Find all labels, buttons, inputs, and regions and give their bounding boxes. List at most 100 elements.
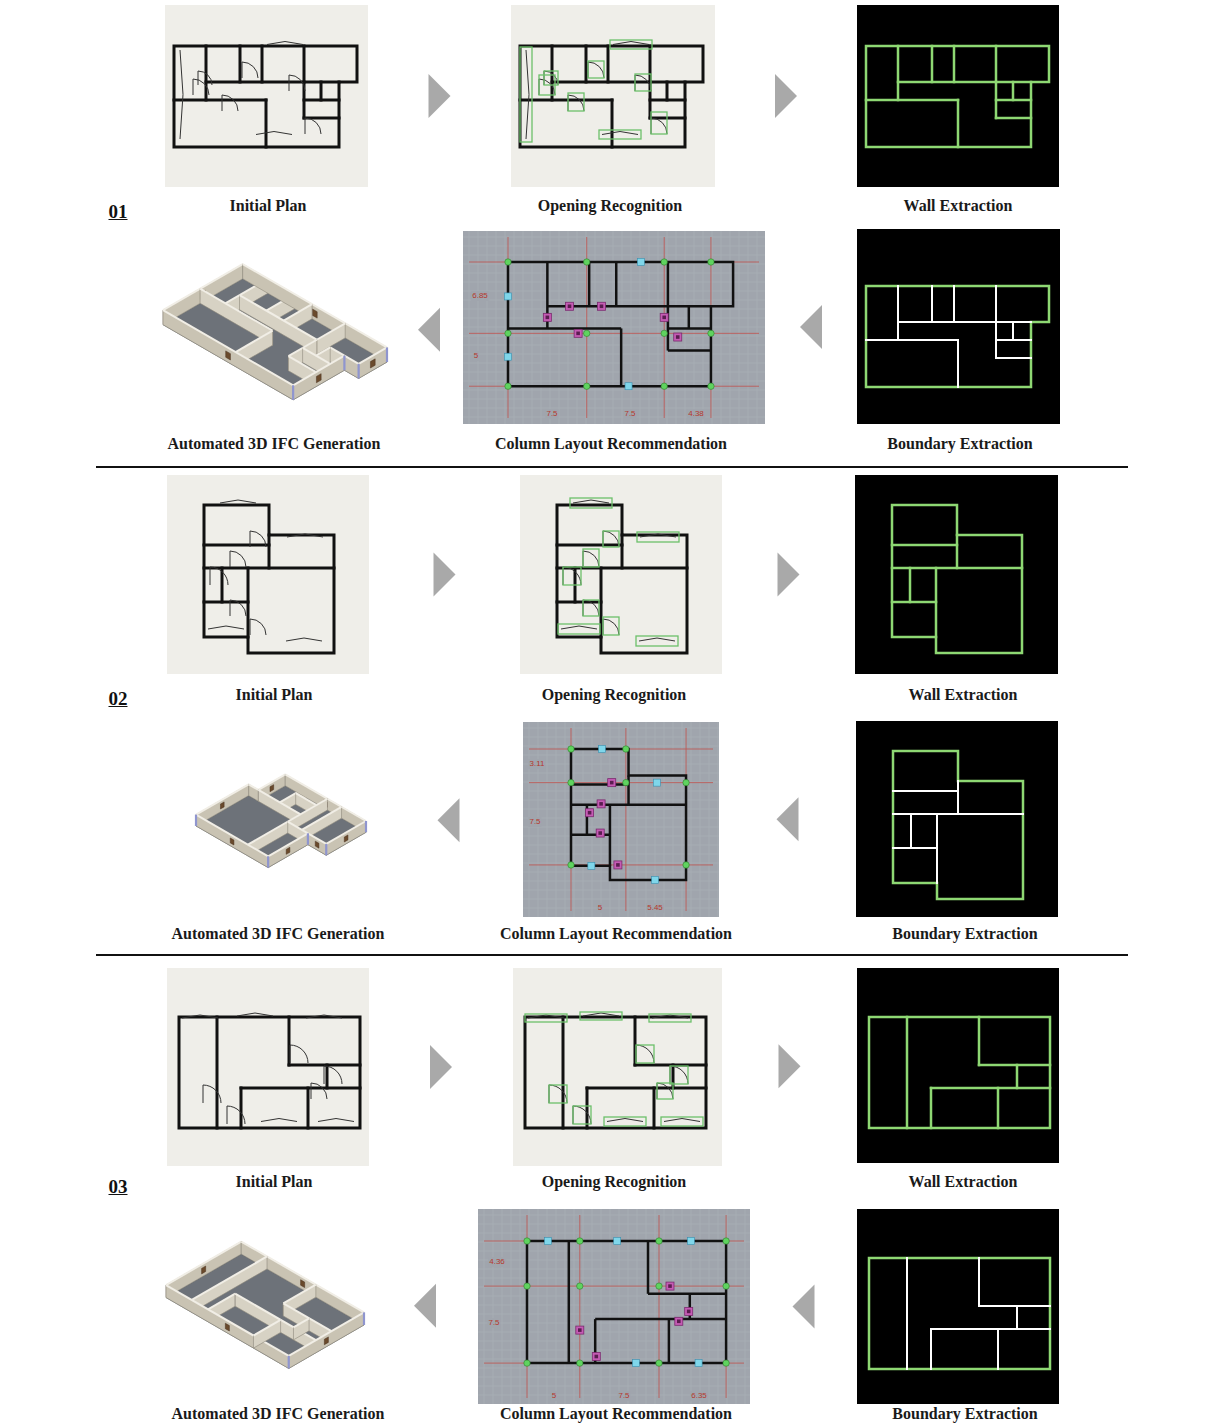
grid-line [511, 1209, 512, 1404]
door-symbol [588, 62, 604, 78]
grid-line [523, 791, 719, 792]
door-symbol [613, 42, 649, 45]
door-symbol [549, 1085, 567, 1103]
wall-top [303, 348, 331, 364]
flow-arrow [779, 1044, 801, 1088]
axis-line [469, 333, 759, 334]
inner-wall [620, 328, 623, 386]
flow-arrow [430, 1045, 452, 1089]
column-point [623, 746, 629, 752]
door-symbol [203, 1085, 221, 1103]
render-ground [155, 246, 395, 418]
door-symbol [289, 75, 305, 91]
column-point [661, 383, 667, 389]
grid-line [484, 1209, 485, 1404]
door-marker-core [687, 1310, 691, 1314]
inner-wall [898, 81, 1031, 84]
door-symbol [230, 600, 246, 616]
door-symbol [230, 551, 246, 567]
grid-line [664, 1209, 665, 1404]
door-marker-core [588, 811, 592, 815]
wall-top [296, 793, 317, 805]
grid-line [523, 890, 719, 891]
column-point [723, 1360, 729, 1366]
detection-box [573, 1106, 591, 1124]
door-marker-core [616, 863, 620, 867]
panel-drawing [511, 5, 715, 187]
axis-line [625, 728, 626, 911]
door-symbol [286, 638, 322, 641]
outer-wall [525, 1017, 706, 1128]
door-symbol [182, 1015, 218, 1018]
column-point [656, 1283, 662, 1289]
inner-wall [688, 306, 691, 328]
paper-ground [520, 475, 722, 674]
wall-top [268, 833, 308, 856]
detection-box [636, 636, 678, 646]
opening-marker [614, 1238, 621, 1245]
grid-line [631, 231, 632, 424]
inner-wall [546, 262, 549, 328]
inner-wall [648, 1293, 726, 1296]
wall-top [316, 347, 330, 355]
panel-image [155, 246, 395, 418]
figure-panel: Column Layout Recommendation [478, 1209, 750, 1425]
flow-arrow [776, 797, 798, 841]
inner-wall [997, 1088, 1000, 1128]
opening-marker [652, 876, 659, 883]
detection-box [599, 130, 641, 139]
panel-drawing [167, 475, 369, 674]
wall-face [268, 833, 308, 867]
grid-line [523, 836, 719, 837]
panel-drawing [857, 229, 1060, 424]
inner-wall [557, 544, 622, 547]
row-number: 03 [109, 1176, 128, 1198]
panel-image [158, 1214, 372, 1396]
panel-image [857, 1209, 1059, 1404]
wall-top [283, 1285, 316, 1304]
door-marker [543, 313, 551, 321]
grid-line [646, 1209, 647, 1404]
detection-box [568, 93, 584, 111]
inner-wall [520, 99, 612, 102]
panel-caption: Boundary Extraction [892, 925, 1037, 943]
grid-line [622, 231, 623, 424]
grid-line [523, 728, 719, 729]
detection-box [636, 1045, 654, 1063]
wall-face [163, 310, 293, 400]
grid-line [736, 1209, 737, 1404]
door-marker-core [546, 316, 550, 320]
figure-panel: Automated 3D IFC Generation [155, 246, 395, 455]
detection-box [549, 1085, 567, 1103]
inner-wall [996, 99, 1031, 102]
door-symbol [583, 551, 599, 567]
detection-box [651, 112, 667, 134]
inner-wall [909, 568, 912, 602]
inner-wall [931, 1328, 1050, 1330]
door-symbol [544, 71, 558, 85]
grid-line [610, 1209, 611, 1404]
corner-column [386, 347, 388, 362]
door-symbol [568, 95, 584, 111]
inner-wall [893, 790, 958, 792]
grid-line [699, 722, 700, 917]
column-point [708, 383, 714, 389]
wall-top [344, 356, 358, 364]
grid-line [523, 809, 719, 810]
grid-line [496, 231, 497, 424]
door-symbol [237, 1013, 273, 1016]
wall-top [293, 1318, 309, 1327]
inner-wall [931, 46, 934, 82]
inner-wall [261, 46, 264, 82]
grid-line [690, 722, 691, 917]
column-point [577, 1238, 583, 1244]
figure-panel: Initial Plan [165, 5, 368, 217]
canvas-ground [523, 722, 719, 917]
inner-wall [326, 1065, 329, 1088]
door-marker [596, 829, 604, 837]
grid-line [478, 1287, 750, 1288]
wall-face [196, 815, 268, 868]
panel-caption: Boundary Extraction [887, 435, 1032, 453]
flow-arrow [414, 1284, 436, 1328]
corner-column [288, 1356, 290, 1369]
